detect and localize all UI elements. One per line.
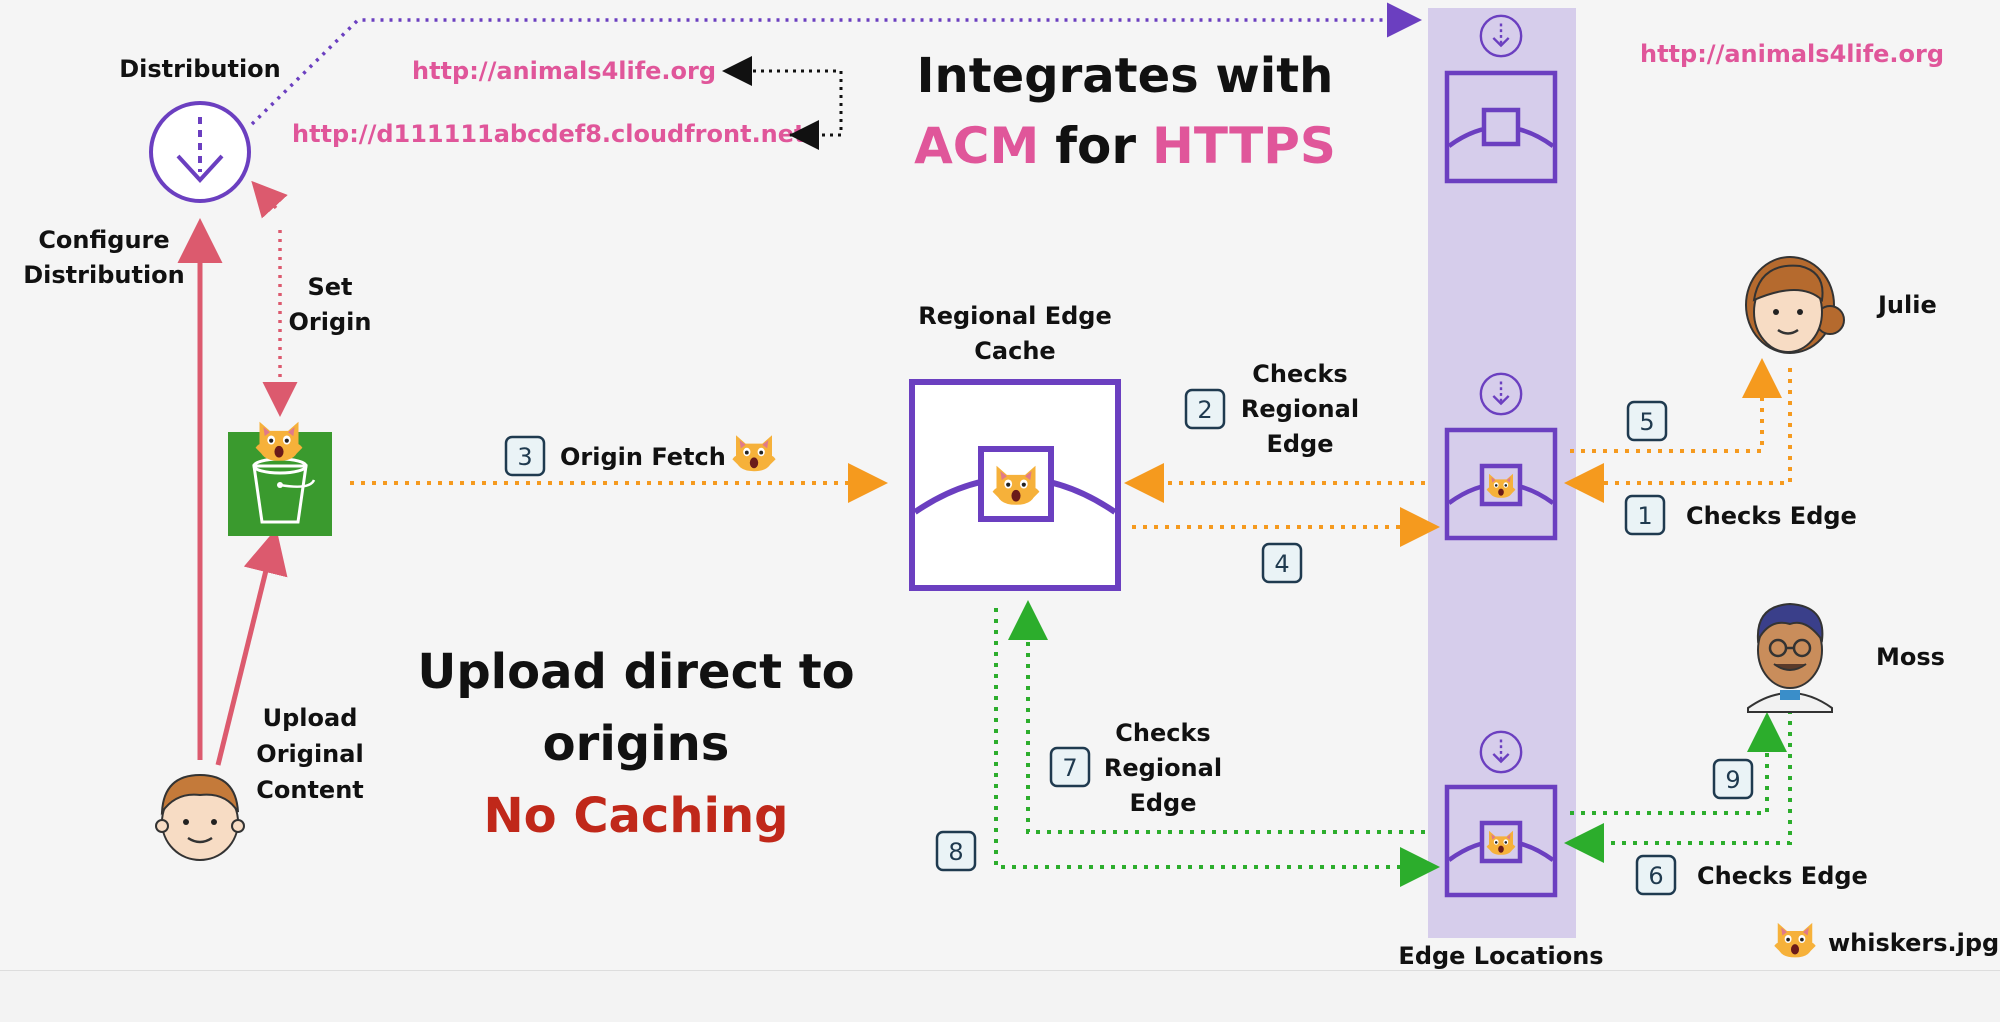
title-for: for xyxy=(1055,117,1136,175)
svg-text:7: 7 xyxy=(1062,754,1077,782)
svg-text:4: 4 xyxy=(1274,550,1289,578)
svg-text:2: 2 xyxy=(1197,396,1212,424)
step-7-label-3: Edge xyxy=(1129,789,1196,817)
regional-to-edge-green-arrow xyxy=(994,608,1440,887)
step-6-badge: 6 xyxy=(1635,854,1677,896)
step-2-label-1: Checks xyxy=(1252,360,1347,388)
set-origin-label-2: Origin xyxy=(289,308,372,336)
moss-checks-edge-arrow xyxy=(1564,710,1792,863)
step-6-label: Checks Edge xyxy=(1697,862,1868,890)
step-7-label-2: Regional xyxy=(1104,754,1222,782)
uploader-avatar xyxy=(155,773,245,861)
regional-edge-label-2: Cache xyxy=(974,337,1055,365)
step-4-badge: 4 xyxy=(1261,542,1303,584)
main-message-no-caching: No Caching xyxy=(483,788,788,844)
distribution-label: Distribution xyxy=(119,55,281,83)
legend-file-label: whiskers.jpg xyxy=(1828,929,1999,957)
origin-fetch-cat-icon xyxy=(732,435,776,472)
step-1-badge: 1 xyxy=(1624,494,1666,536)
svg-text:5: 5 xyxy=(1639,408,1654,436)
main-message-line1: Upload direct to xyxy=(417,644,854,700)
upload-label-2: Original xyxy=(256,740,363,768)
set-origin-arrow-up xyxy=(251,180,288,219)
step-8-badge: 8 xyxy=(935,830,977,872)
julie-label: Julie xyxy=(1876,291,1937,319)
configure-distribution-label: Configure xyxy=(38,226,169,254)
svg-text:6: 6 xyxy=(1648,862,1663,890)
step-7-label-1: Checks xyxy=(1115,719,1210,747)
upload-label-1: Upload xyxy=(263,704,358,732)
julie-checks-edge-arrow xyxy=(1564,368,1792,503)
edge-location-top-icon[interactable] xyxy=(1444,70,1558,184)
svg-text:9: 9 xyxy=(1725,766,1740,794)
top-right-url[interactable]: http://animals4life.org xyxy=(1640,40,1944,68)
julie-avatar xyxy=(1745,256,1845,354)
legend-cat-icon xyxy=(1774,922,1816,958)
main-message-line2: origins xyxy=(543,716,730,772)
step-3-badge: 3 xyxy=(504,435,546,477)
cloudfront-domain-url[interactable]: http://d111111abcdef8.cloudfront.net xyxy=(292,120,806,148)
configure-distribution-label-2: Distribution xyxy=(23,261,185,289)
step-5-badge: 5 xyxy=(1626,400,1668,442)
moss-avatar xyxy=(1747,602,1833,713)
title-line1: Integrates with xyxy=(917,48,1334,104)
title-line2: ACM for HTTPS xyxy=(914,117,1336,175)
step-2-label-3: Edge xyxy=(1266,430,1333,458)
svg-text:1: 1 xyxy=(1637,502,1652,530)
title-acm: ACM xyxy=(914,117,1039,175)
step-2-label-2: Regional xyxy=(1241,395,1359,423)
upload-label-3: Content xyxy=(256,776,364,804)
custom-domain-url[interactable]: http://animals4life.org xyxy=(412,57,716,85)
check-regional-green-arrow xyxy=(1008,600,1425,834)
svg-text:8: 8 xyxy=(948,838,963,866)
upload-content-arrow xyxy=(215,528,288,766)
whiskers-object-icon xyxy=(255,421,303,461)
title-https: HTTPS xyxy=(1152,117,1336,175)
step-7-badge: 7 xyxy=(1049,746,1091,788)
regional-edge-label-1: Regional Edge xyxy=(918,302,1112,330)
cloudfront-distribution-icon[interactable] xyxy=(149,101,251,203)
set-origin-label: Set xyxy=(307,273,352,301)
step-2-badge: 2 xyxy=(1184,388,1226,430)
origin-fetch-label: Origin Fetch xyxy=(560,443,726,471)
bottom-bar xyxy=(0,970,2000,1022)
edge-locations-label: Edge Locations xyxy=(1398,942,1603,970)
step-1-label: Checks Edge xyxy=(1686,502,1857,530)
step-9-badge: 9 xyxy=(1712,758,1754,800)
svg-text:3: 3 xyxy=(517,443,532,471)
moss-label: Moss xyxy=(1876,643,1945,671)
